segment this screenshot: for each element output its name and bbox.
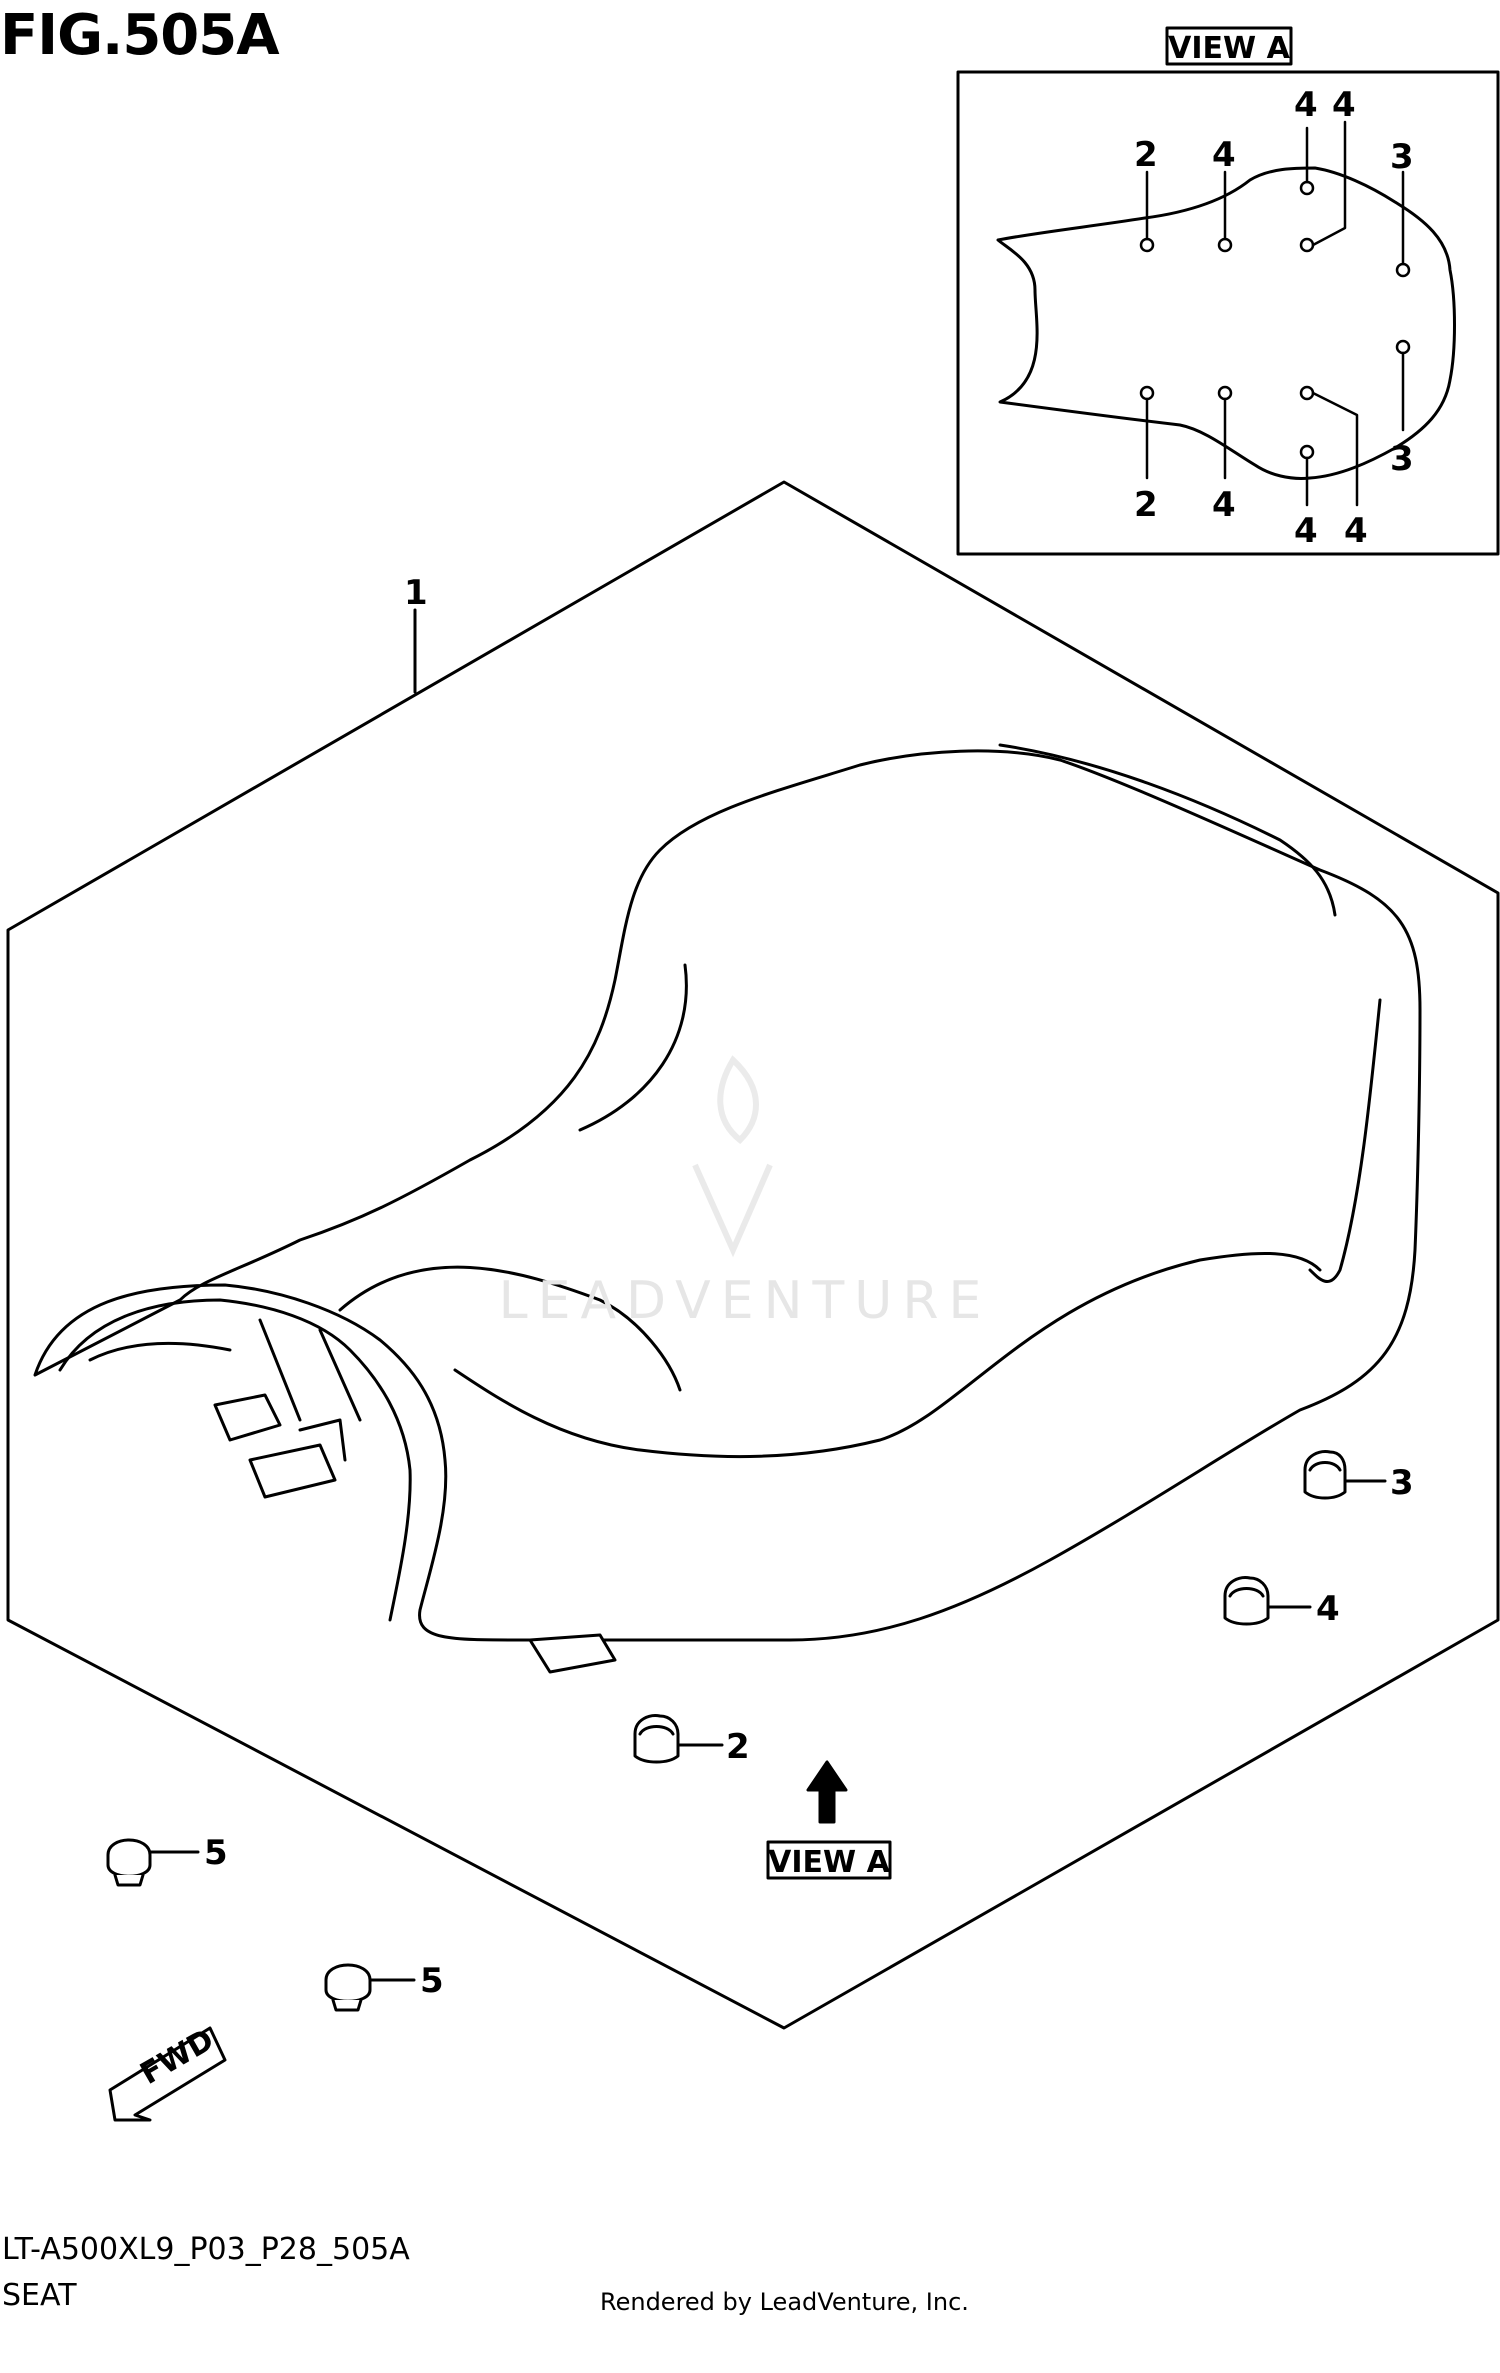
callout-inset-4-top-c: 4: [1332, 85, 1356, 125]
view-a-arrow: [806, 1760, 848, 1824]
leadventure-watermark: [692, 1055, 773, 1258]
callout-1: 1: [404, 573, 428, 613]
callout-cap-5a: 5: [204, 1833, 228, 1873]
callout-cap-5b: 5: [420, 1961, 444, 2001]
callout-cushion-4: 4: [1316, 1589, 1340, 1629]
callout-inset-4-top-a: 4: [1212, 135, 1236, 175]
callout-inset-2-top: 2: [1134, 135, 1158, 175]
callout-cushion-3: 3: [1390, 1463, 1414, 1503]
seat-front-lip: [578, 963, 688, 1132]
callout-inset-4-bottom-c: 4: [1344, 511, 1368, 551]
view-a-label-box: [1165, 26, 1293, 66]
cushion-part-3: [1303, 1450, 1347, 1500]
seat-ridge-line: [998, 743, 1337, 917]
view-a-inset-label: VIEW A: [1168, 31, 1290, 66]
view-a-pointer-label: VIEW A: [768, 1845, 890, 1880]
model-code: LT-A500XL9_P03_P28_505A: [2, 2232, 410, 2267]
seat-front-hollow: [58, 1298, 412, 1622]
seat-top-contour: [453, 1251, 1322, 1459]
view-a-pointer-box: [766, 1840, 892, 1880]
callout-inset-3-top: 3: [1390, 137, 1414, 177]
callout-inset-4-top-b: 4: [1294, 85, 1318, 125]
seat-body: [33, 749, 1422, 1642]
inset-fastener-holes: [1139, 120, 1411, 507]
callout-inset-4-bottom-a: 4: [1212, 485, 1236, 525]
callout-inset-4-bottom-b: 4: [1294, 511, 1318, 551]
inset-seat-outline: [996, 166, 1456, 480]
view-a-inset-frame: [956, 70, 1500, 556]
rendered-by-credit: Rendered by LeadVenture, Inc.: [600, 2288, 969, 2316]
seat-rear-hook: [528, 1633, 617, 1674]
callout-inset-3-bottom: 3: [1390, 439, 1414, 479]
callout-cushion-2: 2: [726, 1727, 750, 1767]
watermark-text: LEADVENTURE: [499, 1271, 992, 1331]
callout-inset-2-bottom: 2: [1134, 485, 1158, 525]
cap-part-5b: [324, 1963, 372, 2012]
seat-rear-edge: [1308, 998, 1382, 1283]
part-name: SEAT: [2, 2278, 77, 2313]
cushion-part-2: [633, 1714, 680, 1764]
seat-side-contour: [338, 1265, 682, 1392]
cushion-part-4: [1223, 1576, 1270, 1626]
assembly-boundary: [6, 480, 1500, 2030]
figure-title: FIG.505A: [0, 3, 280, 68]
seat-front-bracket: [88, 1318, 362, 1499]
fwd-arrow: [108, 2026, 227, 2122]
cap-part-5a: [106, 1838, 152, 1887]
